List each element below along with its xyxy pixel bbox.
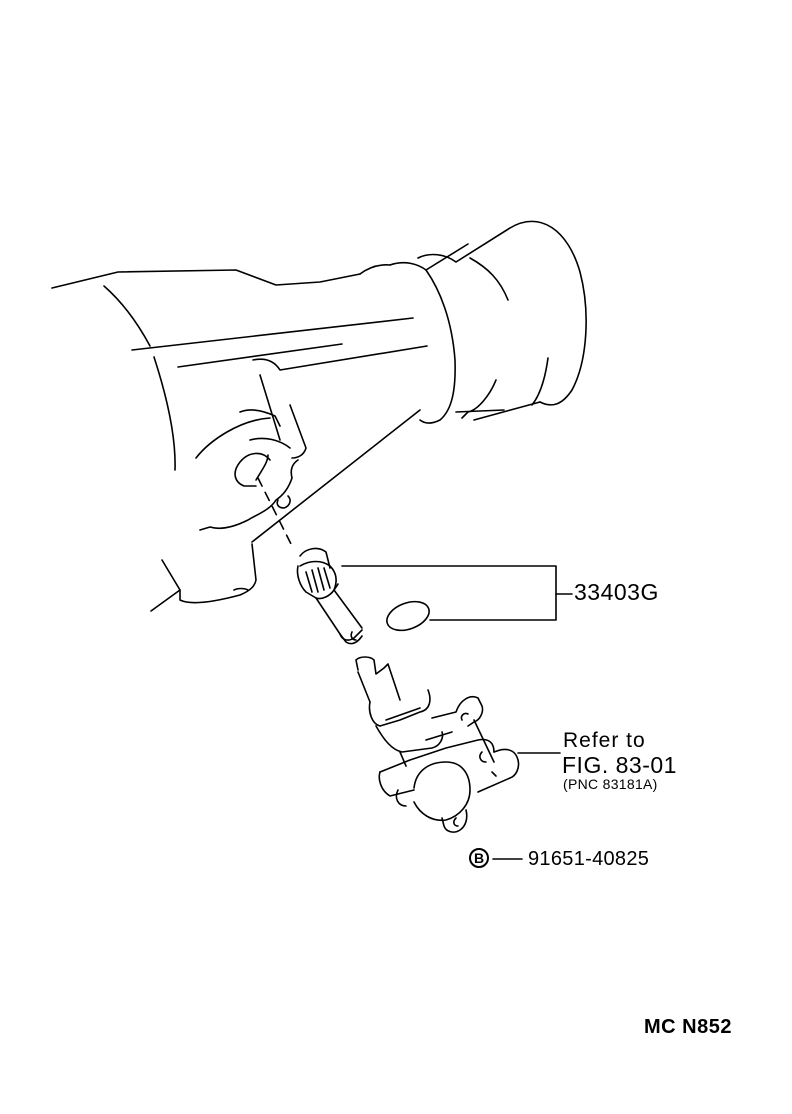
part-number-33403G[interactable]: 33403G [574, 579, 659, 605]
assembly-axis-dashed-line [257, 477, 293, 547]
leader-33403G [341, 565, 557, 621]
speedometer-driven-gear [296, 547, 363, 645]
pnc-reference: (PNC 83181A) [563, 776, 658, 792]
figure-reference[interactable]: FIG. 83-01 [562, 752, 677, 778]
part-number-91651-40825[interactable]: 91651-40825 [528, 848, 650, 870]
transmission-housing [51, 220, 587, 612]
figure-code: MC N852 [644, 1016, 732, 1038]
refer-to-text: Refer to [563, 729, 646, 752]
speedometer-sleeve [355, 656, 520, 833]
bolt-circle-b-icon: B [469, 848, 489, 868]
o-ring [386, 600, 430, 632]
